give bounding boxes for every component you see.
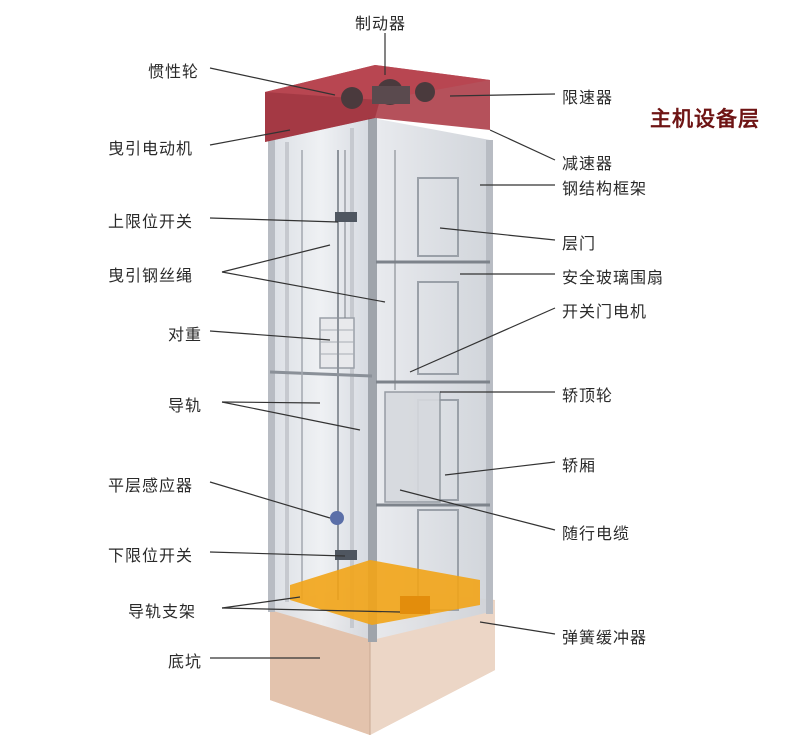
label-car: 轿厢 [562,456,597,475]
label-traction-motor: 曳引电动机 [108,139,194,158]
label-speed-limiter: 限速器 [562,88,614,107]
machine-room-title: 主机设备层 [650,106,760,131]
label-pit: 底坑 [168,652,203,671]
label-spring-buffer: 弹簧缓冲器 [562,628,648,647]
label-upper-limit-switch: 上限位开关 [108,212,194,231]
label-steel-frame: 钢结构框架 [562,179,648,198]
label-door-motor: 开关门电机 [562,302,648,321]
label-car-top-wheel: 轿顶轮 [562,386,614,405]
label-counterweight: 对重 [168,325,203,344]
label-guide-rail: 导轨 [168,396,203,415]
leader-lines [209,33,556,659]
shaft-structure [268,118,493,642]
machine-room [265,65,490,142]
label-landing-door: 层门 [562,234,597,253]
label-rail-bracket: 导轨支架 [128,602,197,621]
label-flywheel: 惯性轮 [148,62,200,81]
label-reducer: 减速器 [562,154,614,173]
label-brake: 制动器 [355,14,407,33]
label-lower-limit-switch: 下限位开关 [108,546,194,565]
label-trailing-cable: 随行电缆 [562,524,631,543]
label-safety-glass: 安全玻璃围扇 [562,268,665,287]
label-leveling-sensor: 平层感应器 [108,476,194,495]
label-traction-rope: 曳引钢丝绳 [108,266,194,285]
